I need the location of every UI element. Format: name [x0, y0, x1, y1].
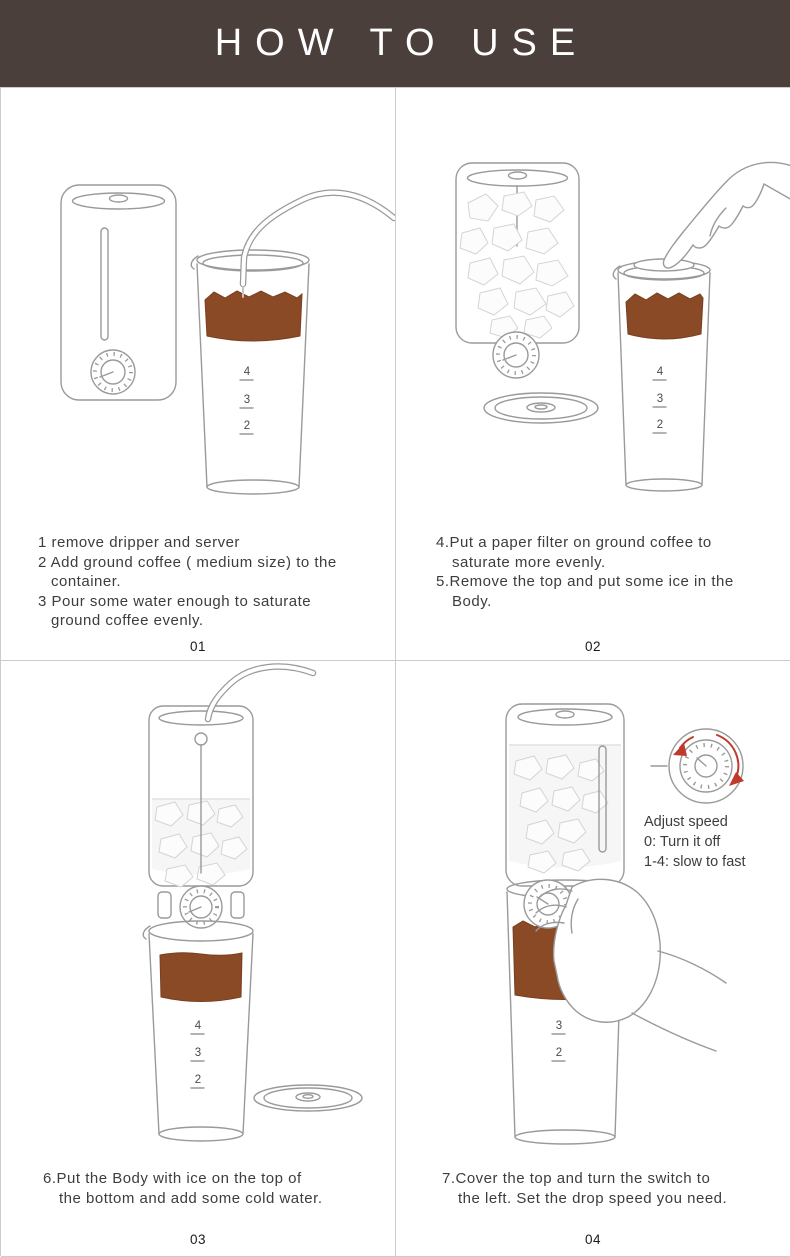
step-number-03: 03 [189, 1232, 207, 1247]
svg-text:2: 2 [556, 1047, 562, 1059]
arrowhead [729, 772, 744, 786]
svg-text:4: 4 [244, 366, 251, 378]
brewer-body-with-ice-illustration [455, 162, 580, 379]
step-04-illustration: 3 2 [505, 703, 744, 1145]
dial-detail-icon [650, 728, 744, 804]
header: HOW TO USE [0, 0, 790, 87]
svg-text:2: 2 [244, 420, 250, 432]
speed-dial-icon [179, 885, 223, 929]
lid-illustration [483, 392, 599, 424]
hand-illustration [662, 161, 790, 269]
coffee-grounds [625, 292, 704, 340]
water-tube-illustration [204, 663, 317, 723]
hand-illustration [535, 878, 727, 1052]
ice-cubes [459, 191, 575, 339]
measurement-scale: 3 2 [551, 1020, 566, 1062]
panel-step-04: 3 2 Adjust speed [396, 661, 790, 1257]
arrowhead [673, 743, 687, 756]
instruction-line-4: 4.Put a paper filter on ground coffee to… [436, 534, 712, 571]
brewed-coffee [159, 952, 243, 1002]
instructions-step-02: 4.Put a paper filter on ground coffee to… [436, 533, 736, 611]
ice-cubes [513, 754, 609, 874]
coffee-grounds [204, 290, 303, 342]
svg-text:3: 3 [244, 394, 250, 406]
measurement-scale: 4 3 2 [652, 366, 667, 434]
water-tube-illustration [239, 189, 395, 298]
instruction-line-6: 6.Put the Body with ice on the top of th… [43, 1170, 323, 1207]
svg-text:2: 2 [657, 419, 663, 431]
panel-step-02: 4 3 2 4.Put a paper filter on ground cof… [396, 88, 790, 661]
instruction-line-1: 1 remove dripper and server [38, 534, 240, 551]
measurement-scale: 4 3 2 [190, 1020, 205, 1089]
svg-text:4: 4 [657, 366, 664, 378]
dial-note-line-2: 0: Turn it off [644, 834, 721, 850]
assembled-brewer-illustration: 4 3 2 [142, 705, 254, 1142]
instruction-line-5: 5.Remove the top and put some ice in the… [436, 573, 734, 610]
svg-text:4: 4 [195, 1020, 202, 1032]
server-beaker-illustration: 4 3 2 [190, 249, 310, 495]
level-indicator [194, 732, 208, 874]
server-beaker-illustration: 4 3 2 [612, 258, 711, 492]
step-02-illustration: 4 3 2 [455, 161, 790, 492]
ice-cubes [154, 800, 248, 888]
lid-illustration [253, 1084, 363, 1112]
steps-grid: 4 3 2 1 remove dripper and server [0, 87, 790, 1257]
assembled-brewer-illustration: 3 2 [505, 703, 625, 1145]
svg-text:3: 3 [657, 393, 663, 405]
step-01-illustration: 4 3 2 [60, 184, 395, 495]
panel-step-01: 4 3 2 1 remove dripper and server [1, 88, 396, 661]
dial-note-line-1: Adjust speed [644, 814, 728, 830]
instructions-step-01: 1 remove dripper and server 2 Add ground… [38, 533, 340, 631]
step-number-02: 02 [584, 639, 602, 654]
rotation-arrow-right [716, 734, 740, 779]
water-window [598, 745, 607, 853]
step-number-01: 01 [189, 639, 207, 654]
water-window [100, 227, 109, 341]
instruction-line-3: 3 Pour some water enough to saturate gro… [38, 592, 312, 630]
dial-note-line-3: 1-4: slow to fast [644, 854, 746, 870]
brewer-body-illustration [60, 184, 177, 401]
svg-text:2: 2 [195, 1074, 201, 1086]
svg-text:3: 3 [556, 1020, 562, 1032]
step-03-illustration: 4 3 2 [142, 663, 363, 1142]
panel-step-03: 4 3 2 [1, 661, 396, 1257]
instructions-step-03: 6.Put the Body with ice on the top of th… [43, 1169, 325, 1209]
speed-dial-icon [90, 349, 136, 395]
step-number-04: 04 [584, 1232, 602, 1247]
page-title: HOW TO USE [214, 22, 589, 64]
instruction-line-2: 2 Add ground coffee ( medium size) to th… [38, 553, 337, 591]
instructions-step-04: 7.Cover the top and turn the switch to t… [442, 1169, 734, 1209]
measurement-scale: 4 3 2 [239, 366, 254, 435]
dial-adjustment-note: Adjust speed 0: Turn it off 1-4: slow to… [644, 812, 786, 872]
instruction-line-7: 7.Cover the top and turn the switch to t… [442, 1170, 728, 1207]
svg-text:3: 3 [195, 1047, 201, 1059]
speed-dial-icon [492, 331, 540, 379]
